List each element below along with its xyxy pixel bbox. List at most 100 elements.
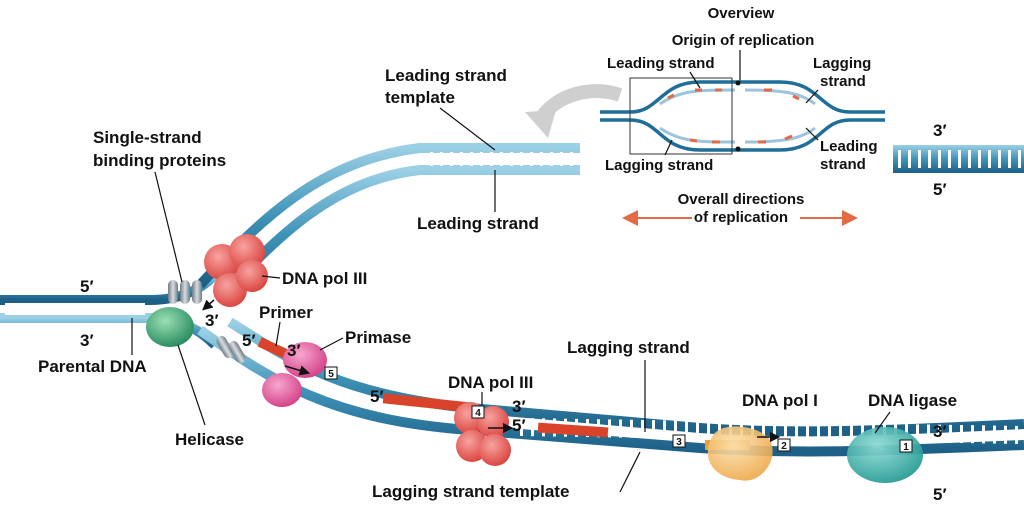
base-pair-rung [927, 424, 930, 443]
step-box-3: 3 [672, 434, 686, 448]
dna-pol-i-protein [707, 426, 773, 481]
lagging-strand-label: Lagging strand [567, 338, 690, 357]
base-pair-rung [38, 304, 41, 314]
base-pair-rung [619, 419, 622, 438]
base-pair-rung [68, 304, 71, 314]
leader-overview-lagging-left [664, 139, 673, 156]
base-pair-rung [918, 150, 921, 168]
base-pair-rung [898, 150, 901, 168]
base-pair-rung [128, 304, 131, 314]
overview-new-bottom-left [659, 126, 736, 144]
base-pair-rung [18, 304, 21, 314]
base-pair-rung [630, 419, 633, 438]
end-right-top-5: 5′ [933, 180, 947, 199]
primase-label: Primase [345, 328, 411, 347]
right-rungs [898, 150, 1021, 168]
base-pair-rung [948, 150, 951, 168]
svg-text:1: 1 [903, 442, 909, 453]
overview-inset: Overview Origin of replication Leading s… [600, 5, 885, 226]
base-pair-rung [48, 304, 51, 314]
step-box-1: 1 [899, 439, 913, 453]
base-pair-rung [480, 152, 483, 166]
leading-template-label-2: template [385, 88, 455, 107]
base-pair-rung [685, 420, 688, 439]
end-primer-5: 5′ [242, 331, 256, 350]
base-pair-rung [795, 422, 798, 441]
overview-leading-right-label-1: Leading [820, 138, 878, 155]
primer-label: Primer [259, 303, 313, 322]
svg-text:2: 2 [781, 441, 787, 452]
base-pair-rung [531, 418, 534, 437]
leader-overview-leading-right [805, 127, 819, 141]
overview-leading-right-label-2: strand [820, 156, 866, 173]
base-pair-rung [773, 422, 776, 441]
base-pair-rung [958, 150, 961, 168]
base-pair-rung [108, 304, 111, 314]
step-box-5: 5 [324, 366, 338, 380]
base-pair-rung [696, 420, 699, 439]
leader-primase [319, 337, 344, 351]
base-pair-rung [762, 421, 765, 440]
step-box-2: 2 [777, 438, 791, 452]
overview-zoom-box [629, 77, 733, 155]
base-pair-rung [806, 422, 809, 441]
base-pair-rung [98, 304, 101, 314]
overview-new-top-left [659, 88, 736, 106]
base-pair-rung [652, 420, 655, 439]
overview-title: Overview [708, 5, 775, 22]
base-pair-rung [988, 150, 991, 168]
leader-overview-lagging-right [805, 89, 819, 104]
base-pair-rung [971, 425, 974, 444]
base-pair-rung [982, 425, 985, 444]
end-fragment-3: 3′ [512, 397, 526, 416]
leading-strand-label: Leading strand [417, 214, 539, 233]
end-bottom-3: 3′ [933, 422, 947, 441]
base-pair-rung [1015, 425, 1018, 444]
overview-zoom-arrowhead [525, 110, 556, 138]
base-pair-rung [674, 420, 677, 439]
helicase-label: Helicase [175, 430, 244, 449]
overview-lagging-left-label: Lagging strand [605, 157, 713, 174]
base-pair-rung [58, 304, 61, 314]
base-pair-rung [608, 419, 611, 438]
base-pair-rung [817, 422, 820, 441]
base-pair-rung [960, 425, 963, 444]
pol-iii-direction-arrow [202, 299, 215, 311]
base-pair-rung [78, 304, 81, 314]
leader-primer [275, 321, 281, 347]
base-pair-rung [1008, 150, 1011, 168]
svg-text:5: 5 [328, 369, 334, 380]
ssb-label-1: Single-strand [93, 128, 202, 147]
overall-directions-label-2: of replication [694, 209, 788, 226]
dna-pol-iii-bottom-label: DNA pol III [448, 373, 533, 392]
end-fragment-5-right: 5′ [512, 416, 526, 435]
base-pair-rung [560, 152, 563, 166]
end-fork-3: 3′ [205, 311, 219, 330]
base-pair-rung [540, 152, 543, 166]
overall-directions-label-1: Overall directions [678, 191, 805, 208]
base-pair-rung [978, 150, 981, 168]
base-pair-rung [470, 152, 473, 166]
leader-overview-leading-left [689, 71, 701, 89]
base-pair-rung [530, 152, 533, 166]
base-pair-rung [430, 152, 433, 166]
ssb-label-2: binding proteins [93, 151, 226, 170]
leading-template-label-1: Leading strand [385, 66, 507, 85]
rna-primer-fork [257, 337, 293, 361]
base-pair-rung [998, 150, 1001, 168]
leader-leading-template [439, 107, 496, 151]
parental-dna-label: Parental DNA [38, 357, 147, 376]
end-parent-3: 3′ [80, 331, 94, 350]
base-pair-rung [570, 152, 573, 166]
base-pair-rung [1004, 425, 1007, 444]
end-parent-5: 5′ [80, 277, 94, 296]
base-pair-rung [118, 304, 121, 314]
rna-primer-okazaki-1 [382, 393, 474, 413]
base-pair-rung [663, 420, 666, 439]
leader-helicase [177, 344, 206, 426]
base-pair-rung [641, 419, 644, 438]
overview-leading-left-label: Leading strand [607, 55, 715, 72]
base-pair-rung [460, 152, 463, 166]
base-pair-rung [28, 304, 31, 314]
single-strand-binding-proteins-top [168, 280, 202, 304]
